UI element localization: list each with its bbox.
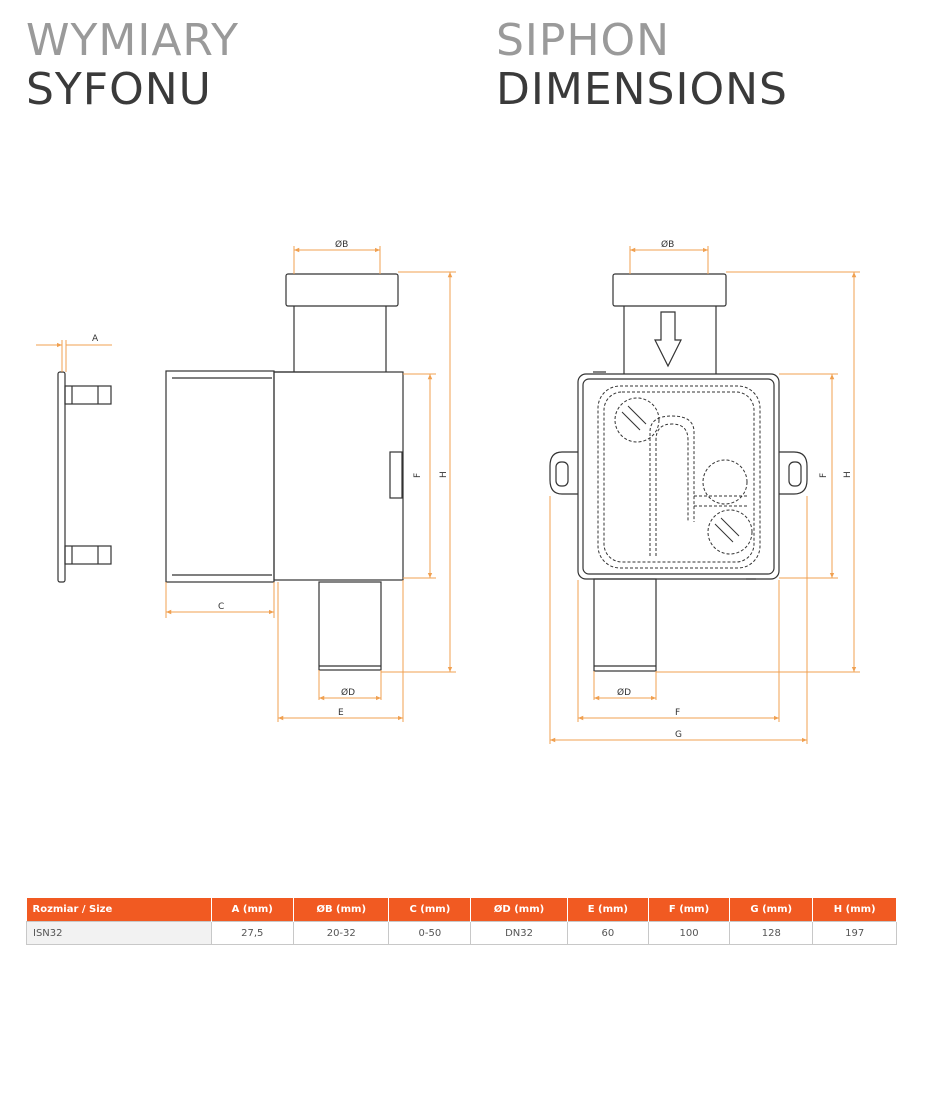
dim-label-f-front: F — [675, 708, 680, 718]
cell-f: 100 — [647, 921, 731, 945]
header-size: Rozmiar / Size — [26, 898, 212, 922]
dim-label-g: G — [675, 730, 682, 740]
title-english-line1: SIPHON — [496, 15, 671, 66]
dim-label-h-front: H — [843, 471, 853, 478]
table-row: ISN32 27,5 20-32 0-50 DN32 60 100 128 19… — [26, 921, 897, 945]
technical-drawing: A ØB C ØD E F H — [36, 239, 860, 744]
cell-d: DN32 — [470, 921, 568, 945]
housing-front — [273, 371, 404, 581]
side-view-dimensions — [165, 246, 456, 722]
cell-h: 197 — [812, 921, 897, 945]
side-clip — [389, 451, 403, 499]
right-ear — [779, 451, 808, 495]
side-profile-view — [57, 371, 112, 583]
dim-label-b-side: ØB — [335, 239, 348, 250]
header-f: F (mm) — [648, 898, 731, 922]
title-polish-line2: SYFONU — [26, 64, 212, 116]
dim-label-e: E — [338, 708, 344, 718]
upper-stud — [64, 385, 112, 405]
title-polish: WYMIARY SYFONU — [26, 16, 239, 115]
flow-arrow-icon — [654, 311, 682, 368]
front-view-dimensions — [549, 246, 860, 744]
lower-stud — [64, 545, 112, 565]
front-housing — [577, 373, 780, 580]
mounting-plate — [57, 371, 66, 583]
header-a: A (mm) — [211, 898, 295, 922]
left-ear — [549, 451, 578, 495]
cell-c: 0-50 — [388, 921, 472, 945]
header-e: E (mm) — [567, 898, 649, 922]
front-inlet-cap — [612, 273, 727, 307]
dim-label-f-side: F — [413, 473, 423, 478]
title-english: SIPHON DIMENSIONS — [496, 16, 788, 115]
title-english-line2: DIMENSIONS — [496, 64, 788, 116]
header-b: ØB (mm) — [293, 898, 390, 922]
inlet-cap — [285, 273, 399, 307]
header-h: H (mm) — [812, 898, 897, 922]
header-d: ØD (mm) — [470, 898, 568, 922]
dim-label-c: C — [218, 602, 224, 612]
header-c: C (mm) — [388, 898, 472, 922]
cell-size: ISN32 — [26, 921, 212, 945]
dim-label-a: A — [92, 334, 99, 344]
siphon-side-view — [165, 273, 404, 671]
title-polish-line1: WYMIARY — [26, 15, 240, 66]
cell-g: 128 — [729, 921, 814, 945]
dim-label-d-front: ØD — [617, 687, 631, 698]
cell-a: 27,5 — [210, 921, 295, 945]
table-header-row: Rozmiar / Size A (mm) ØB (mm) C (mm) ØD … — [26, 898, 897, 922]
dim-label-b-front: ØB — [661, 239, 674, 250]
housing-back — [165, 370, 275, 583]
internal-trap-hidden-lines — [597, 385, 761, 569]
dim-label-h-side: H — [439, 471, 449, 478]
dim-label-d-side: ØD — [341, 687, 355, 698]
outlet-pipe — [318, 581, 382, 671]
front-outlet-pipe — [593, 578, 657, 672]
dimensions-table: Rozmiar / Size A (mm) ØB (mm) C (mm) ØD … — [26, 898, 897, 945]
header-g: G (mm) — [729, 898, 814, 922]
dim-label-f-front-side: F — [819, 473, 829, 478]
screw-slots — [621, 405, 740, 543]
cell-e: 60 — [566, 921, 649, 945]
cell-b: 20-32 — [293, 921, 390, 945]
siphon-front-view — [549, 273, 808, 672]
